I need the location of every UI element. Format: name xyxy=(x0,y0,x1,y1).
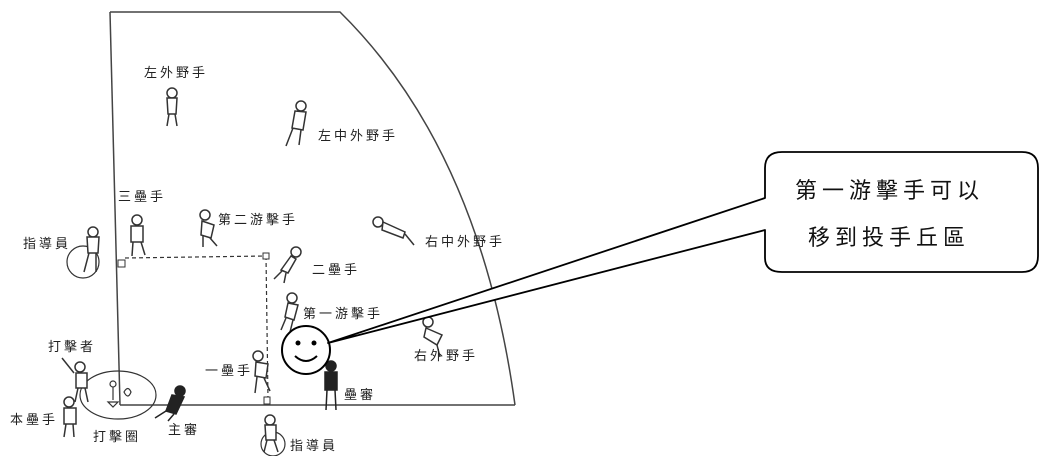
label-third-baseman: 三壘手 xyxy=(118,190,167,205)
label-left-fielder: 左外野手 xyxy=(144,66,209,81)
label-home-baseman: 本壘手 xyxy=(10,413,59,428)
label-second-shortstop: 第二游擊手 xyxy=(218,213,299,228)
label-first-baseman: 一壘手 xyxy=(205,364,254,379)
label-coach-left: 指導員 xyxy=(23,237,72,252)
second-baseman-figure xyxy=(273,246,302,284)
label-right-center-fielder: 右中外野手 xyxy=(425,235,506,250)
first-baseman-figure xyxy=(252,350,271,394)
callout-line-2: 移到投手丘區 xyxy=(808,226,971,251)
home-umpire-figure xyxy=(154,385,186,422)
label-batting-circle: 打擊圈 xyxy=(93,430,142,445)
second-to-first-path xyxy=(265,255,269,401)
smiley-face-icon xyxy=(281,325,331,375)
batting-circle xyxy=(79,370,157,420)
base-umpire-figure xyxy=(324,360,338,411)
right-fielder-figure xyxy=(422,316,444,358)
field-outline xyxy=(109,11,516,406)
outfield-fence xyxy=(110,11,516,406)
label-coach-bottom: 指導員 xyxy=(290,439,339,454)
label-first-shortstop: 第一游擊手 xyxy=(303,307,384,322)
third-baseman-figure xyxy=(130,214,146,257)
callout-bubble xyxy=(327,151,1039,344)
second-shortstop-figure xyxy=(199,209,218,247)
second-base xyxy=(262,252,270,260)
label-right-fielder: 右外野手 xyxy=(414,349,479,364)
third-to-second-path xyxy=(124,255,267,259)
coach-bottom-figure xyxy=(263,414,279,453)
third-base xyxy=(117,259,126,268)
home-plate-tee xyxy=(106,380,132,408)
base-paths xyxy=(124,255,269,401)
coach-left-figure xyxy=(83,226,100,273)
label-left-center-fielder: 左中外野手 xyxy=(318,129,399,144)
coach-left-circle xyxy=(66,245,100,279)
umpire-figures xyxy=(154,360,338,422)
home-baseman-figure xyxy=(63,396,77,438)
right-center-fielder-figure xyxy=(372,216,415,246)
label-base-umpire: 壘審 xyxy=(344,388,377,403)
label-second-baseman: 二壘手 xyxy=(312,263,361,278)
label-batter: 打擊者 xyxy=(48,340,97,355)
batter-figure xyxy=(61,357,89,403)
left-center-fielder-figure xyxy=(285,100,307,147)
label-home-umpire: 主審 xyxy=(168,423,201,438)
callout-line-1: 第一游擊手可以 xyxy=(795,179,985,204)
left-fielder-figure xyxy=(166,87,178,127)
first-base xyxy=(263,396,271,405)
first-shortstop-figure xyxy=(280,292,299,333)
left-foul-line xyxy=(109,11,121,406)
player-figures xyxy=(61,87,444,453)
